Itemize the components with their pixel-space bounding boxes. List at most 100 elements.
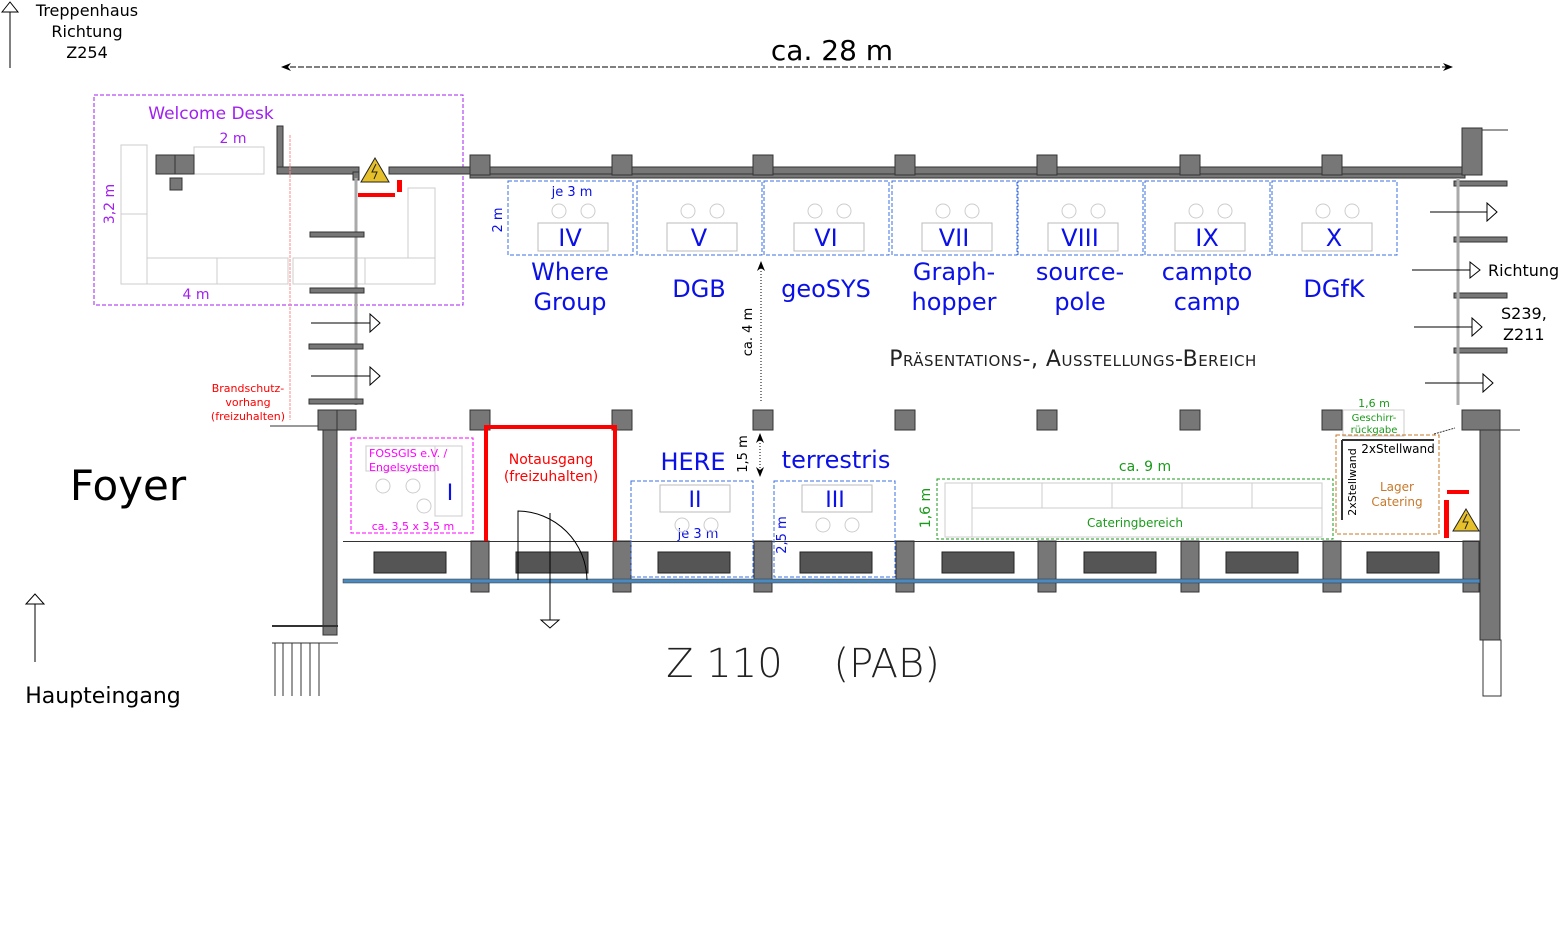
width-dimension: ca. 28 m (771, 34, 893, 67)
booth-iv[interactable] (507, 180, 634, 256)
storage-label-1: Lager (1380, 480, 1414, 494)
welcome-desk-label: Welcome Desk (148, 104, 274, 124)
pillar (1321, 409, 1343, 431)
stairs-arrow-icon (0, 1, 20, 68)
exhibitor-name: Group (533, 288, 606, 316)
radiator (1225, 551, 1299, 574)
exhibitor-name: hopper (912, 288, 997, 316)
aisle-15m-label: 1,5 m (736, 435, 751, 472)
direction-label-1: Richtung (1488, 261, 1559, 280)
red-marker (1444, 500, 1449, 538)
entrance-steps (272, 642, 338, 696)
dish-return (1342, 409, 1405, 437)
booth-width-label: je 3 m (677, 527, 719, 542)
pillar (1180, 540, 1200, 593)
booth-iii[interactable] (773, 480, 896, 578)
fire-curtain-label-2: vorhang (225, 396, 270, 409)
welcome-desk-furniture (120, 144, 436, 285)
exhibitor-name: Graph- (913, 258, 995, 286)
chair-icon (551, 203, 596, 219)
exhibitor-name: DGfK (1303, 275, 1366, 303)
booth-number-plate (793, 222, 865, 252)
dish-return-label-1: Geschirr- (1352, 413, 1397, 424)
fire-curtain-label-3: (freizuhalten) (211, 410, 285, 423)
booth-depth-label: 2,5 m (775, 516, 790, 553)
lower-walls (270, 409, 1520, 697)
pillar (1036, 154, 1058, 176)
booth-vi[interactable] (763, 180, 890, 256)
pillar (752, 154, 774, 176)
radiator (1366, 551, 1440, 574)
fire-curtain-label-1: Brandschutz- (212, 382, 285, 395)
booth-number: VI (814, 224, 838, 252)
booth-number-plate (537, 222, 609, 252)
direction-arrow-icon (1412, 201, 1498, 394)
booth-number: II (689, 488, 702, 513)
direction-arrow-icon (311, 312, 381, 387)
pillar (611, 154, 633, 176)
booth-number: I (447, 481, 454, 506)
fossgis-size-label: ca. 3,5 x 3,5 m (372, 520, 454, 533)
booth-viii[interactable] (1017, 180, 1144, 256)
pillar (1322, 540, 1342, 593)
presentation-area-label: Präsentations-, Ausstellungs-Bereich (889, 347, 1257, 372)
chair-icon (1188, 203, 1233, 219)
booth-number: III (825, 488, 844, 513)
booth-ix[interactable] (1144, 180, 1271, 256)
booth-number-plate (1047, 222, 1119, 252)
radiators (373, 551, 1440, 574)
radiator (373, 551, 447, 574)
booth-vii[interactable] (891, 180, 1018, 256)
right-stair-steps (1453, 178, 1508, 405)
booth-number-plate (921, 222, 993, 252)
booth-x[interactable] (1271, 180, 1398, 256)
catering-area-label: Cateringbereich (1087, 516, 1183, 530)
catering-storage (1335, 434, 1440, 535)
dish-return-size: 1,6 m (1358, 397, 1390, 410)
chair-icon (807, 203, 852, 219)
pillar (469, 154, 491, 176)
aisle-4m-label: ca. 4 m (741, 308, 756, 356)
pillar (612, 540, 632, 593)
top-wall (276, 125, 1508, 181)
exhibitor-name: campto (1162, 258, 1253, 286)
red-marker (358, 193, 395, 197)
red-marker (1447, 490, 1469, 494)
radiator (799, 551, 873, 574)
radiator (515, 551, 589, 574)
pillar (1179, 154, 1201, 176)
exhibitor-name: HERE (660, 448, 725, 476)
catering-width-label: ca. 9 m (1119, 459, 1171, 475)
booth-number: X (1326, 224, 1342, 252)
booth-number-plate (666, 222, 738, 252)
booth-number: VII (939, 224, 970, 252)
booth-depth-label: 2 m (491, 207, 506, 232)
pillar (1462, 540, 1480, 593)
booth-v[interactable] (636, 180, 763, 256)
catering-area (936, 478, 1334, 540)
chair-icon (674, 517, 860, 533)
dish-return-label-2: rückgabe (1351, 425, 1398, 436)
fossgis-label-1: FOSSGIS e.V. / (369, 447, 448, 460)
chair-icon (935, 203, 980, 219)
welcome-depth-label: 3,2 m (102, 184, 118, 224)
emergency-exit-outline (484, 425, 617, 541)
pillar (470, 540, 490, 593)
fossgis-booth (350, 437, 474, 534)
welcome-length-label: 4 m (183, 287, 210, 303)
room-label: Z 110 (PAB) (666, 641, 940, 687)
left-stair-steps (308, 231, 365, 405)
direction-label-3: Z211 (1503, 325, 1545, 344)
chair-icon (1315, 203, 1360, 219)
emergency-exit-label-1: Notausgang (509, 452, 594, 468)
direction-label-2: S239, (1501, 304, 1547, 323)
electrical-hazard-icon (360, 157, 390, 183)
pillar (752, 409, 774, 431)
welcome-width-label: 2 m (220, 131, 247, 147)
pillar (1037, 540, 1057, 593)
booth-ii[interactable] (630, 480, 754, 578)
radiator (657, 551, 731, 574)
exhibitor-name: geoSYS (781, 275, 871, 303)
door-swing-icon (517, 510, 588, 629)
